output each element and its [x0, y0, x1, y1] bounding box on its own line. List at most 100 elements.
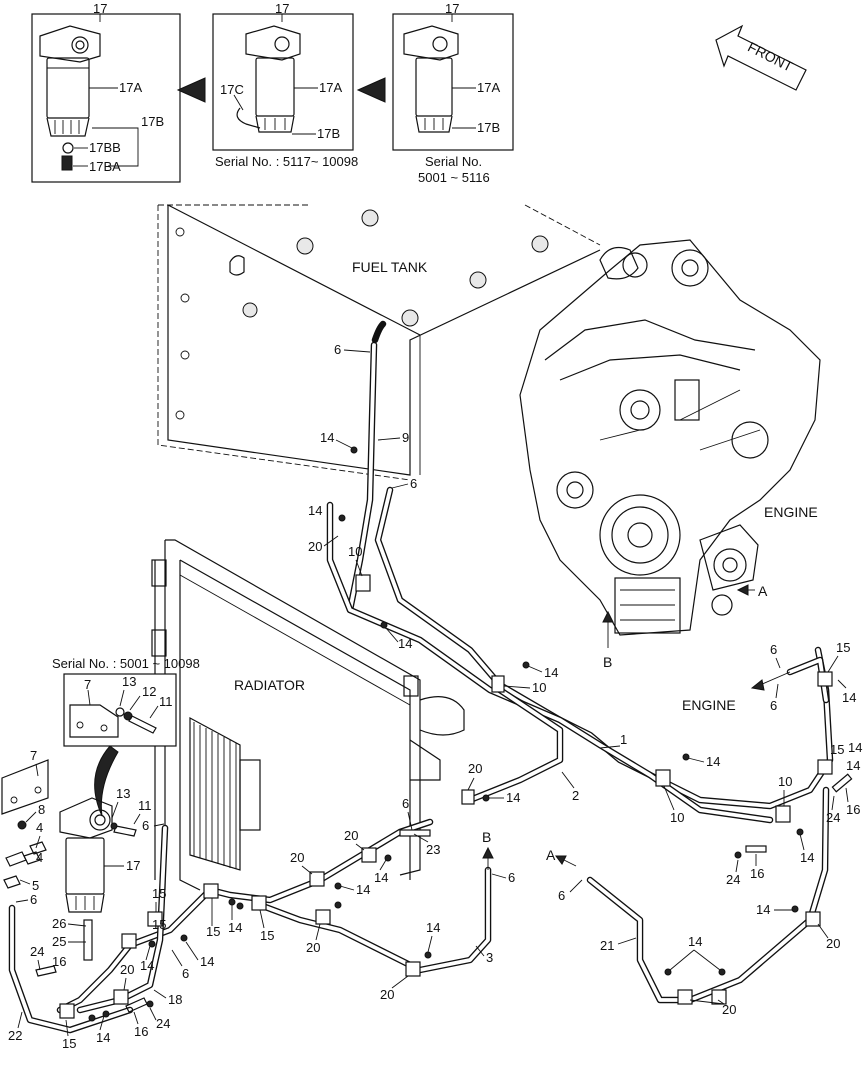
inset-filter-left: 17 17A 17B 17BB 17BA [31, 1, 181, 183]
callout-14: 14 [706, 754, 720, 769]
callout-10: 10 [348, 544, 362, 559]
callout-14: 14 [846, 758, 860, 773]
engine: ENGINE A B [519, 239, 821, 670]
callout-20: 20 [468, 761, 482, 776]
callout-17: 17 [126, 858, 140, 873]
inset-bracket: 7 13 12 11 [63, 673, 177, 747]
inset-label-13: 13 [122, 674, 136, 689]
inset-label-12: 12 [142, 684, 156, 699]
callout-6: 6 [558, 888, 565, 903]
callout-23: 23 [426, 842, 440, 857]
callout-20: 20 [380, 987, 394, 1002]
ref-A-engine: A [758, 583, 768, 599]
callout-14: 14 [848, 740, 862, 755]
callout-15: 15 [62, 1036, 76, 1051]
inset-pointer [94, 745, 119, 817]
callout-14: 14 [308, 503, 322, 518]
callout-21: 21 [600, 938, 614, 953]
callout-11: 11 [138, 798, 152, 813]
label-17B: 17B [317, 126, 340, 141]
inset-label-11: 11 [159, 694, 173, 709]
callout-4: 4 [36, 850, 43, 865]
label-17C: 17C [220, 82, 244, 97]
callout-16: 16 [750, 866, 764, 881]
inset-arrow-right [356, 77, 386, 103]
callout-10: 10 [670, 810, 684, 825]
serial-middle: Serial No. : 5117~ 10098 [215, 154, 358, 169]
callout-6: 6 [142, 818, 149, 833]
callout-14: 14 [842, 690, 856, 705]
callout-14: 14 [506, 790, 520, 805]
callout-15: 15 [152, 917, 166, 932]
callout-24: 24 [726, 872, 740, 887]
callout-18: 18 [168, 992, 182, 1007]
callout-16: 16 [52, 954, 66, 969]
ref-A-lower: A [546, 847, 556, 863]
inset-filter-middle: 17 17A 17B 17C [212, 1, 354, 151]
label-17A: 17A [477, 80, 500, 95]
serial-small: Serial No. : 5001 ~ 10098 [52, 656, 200, 671]
callout-6: 6 [30, 892, 37, 907]
callout-1: 1 [620, 732, 627, 747]
callout-6: 6 [334, 342, 341, 357]
label-17: 17 [93, 1, 107, 16]
callout-16: 16 [846, 802, 860, 817]
callout-14: 14 [140, 958, 154, 973]
callout-20: 20 [826, 936, 840, 951]
callout-20: 20 [120, 962, 134, 977]
callout-2: 2 [572, 788, 579, 803]
callout-24: 24 [30, 944, 44, 959]
callouts: 6 14 9 6 14 20 10 14 14 10 1 2 14 10 10 [8, 342, 862, 1051]
callout-15: 15 [836, 640, 850, 655]
callout-20: 20 [722, 1002, 736, 1017]
callout-6: 6 [410, 476, 417, 491]
callout-10: 10 [778, 774, 792, 789]
callout-14: 14 [800, 850, 814, 865]
label-17A: 17A [319, 80, 342, 95]
callout-14: 14 [544, 665, 558, 680]
front-arrow: FRONT [715, 24, 807, 91]
callout-6: 6 [402, 796, 409, 811]
serial-right-line1: Serial No. [425, 154, 482, 169]
callout-14: 14 [756, 902, 770, 917]
callout-6: 6 [182, 966, 189, 981]
ref-B-lower: B [482, 829, 491, 845]
callout-14: 14 [426, 920, 440, 935]
label-17BB: 17BB [89, 140, 121, 155]
callout-3: 3 [486, 950, 493, 965]
callout-14: 14 [96, 1030, 110, 1045]
serial-right-line2: 5001 ~ 5116 [418, 170, 490, 185]
callout-24: 24 [156, 1016, 170, 1031]
callout-14: 14 [320, 430, 334, 445]
callout-15: 15 [152, 886, 166, 901]
callout-14: 14 [356, 882, 370, 897]
callout-15: 15 [830, 742, 844, 757]
callout-16: 16 [134, 1024, 148, 1039]
engine-arrow-label: ENGINE [682, 697, 736, 713]
inset-label-7: 7 [84, 677, 91, 692]
callout-20: 20 [308, 539, 322, 554]
label-17B: 17B [141, 114, 164, 129]
inset-arrow-left [176, 77, 206, 103]
callout-4: 4 [36, 820, 43, 835]
callout-14: 14 [688, 934, 702, 949]
label-17B: 17B [477, 120, 500, 135]
callout-14: 14 [374, 870, 388, 885]
callout-14: 14 [200, 954, 214, 969]
callout-22: 22 [8, 1028, 22, 1043]
clamps [59, 574, 853, 1019]
callout-24: 24 [826, 810, 840, 825]
engine-label: ENGINE [764, 504, 818, 520]
fuel-filter-assembly [1, 759, 137, 961]
ref-arrows-lower: B A ENGINE [482, 671, 791, 870]
callout-6: 6 [508, 870, 515, 885]
inset-filter-right: 17 17A 17B [392, 1, 514, 151]
callout-10: 10 [532, 680, 546, 695]
label-17BA: 17BA [89, 159, 121, 174]
callout-14: 14 [398, 636, 412, 651]
callout-6: 6 [770, 698, 777, 713]
radiator-label: RADIATOR [234, 677, 305, 693]
callout-15: 15 [206, 924, 220, 939]
callout-5: 5 [32, 878, 39, 893]
